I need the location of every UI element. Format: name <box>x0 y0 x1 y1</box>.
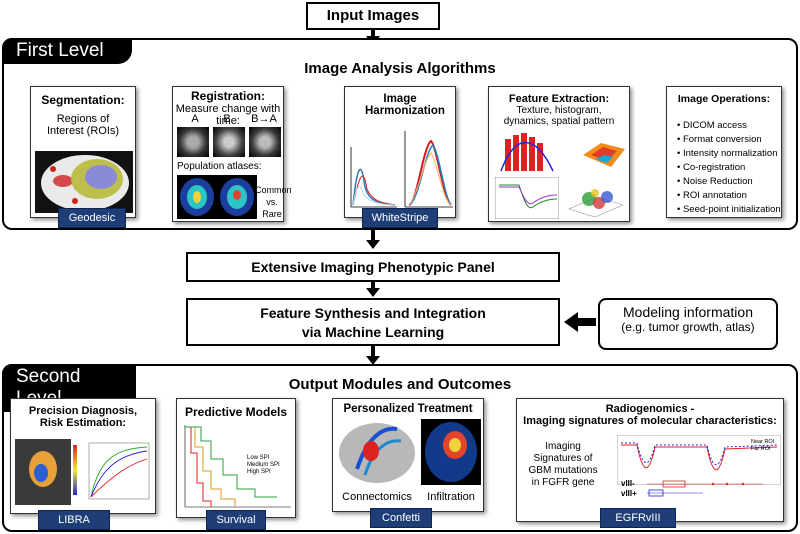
registration-label-a: A <box>191 113 199 125</box>
arrow-modeling-head <box>564 312 578 332</box>
radiogenomics-plot <box>617 435 781 485</box>
registration-label-b: B <box>223 113 231 125</box>
op-roi: ROI annotation <box>677 189 781 203</box>
modeling-line2: (e.g. tumor growth, atlas) <box>621 320 755 334</box>
legend-far-roi: Far ROI <box>751 446 771 452</box>
harmonization-histogram <box>350 131 453 208</box>
predictive-title: Predictive Models <box>184 405 288 419</box>
modeling-line1: Modeling information <box>623 304 753 320</box>
registration-title: Registration: <box>190 89 265 103</box>
predictive-legend: Low SPI Medium SPI High SPI <box>247 455 280 476</box>
confetti-tag: Confetti <box>370 508 432 528</box>
op-format: Format conversion <box>677 133 781 147</box>
registration-vs: vs. <box>266 197 278 207</box>
arrow-head-4 <box>366 356 380 365</box>
segmentation-title: Segmentation: <box>41 93 125 107</box>
survival-curve-image <box>184 425 291 508</box>
harmonization-panel: Image Harmonization <box>344 86 456 218</box>
arrow-first-to-panel <box>371 230 375 240</box>
op-intensity: Intensity normalization <box>677 147 781 161</box>
connectomics-label: Connectomics <box>342 491 412 503</box>
phenotypic-panel-label: Extensive Imaging Phenotypic Panel <box>251 259 495 275</box>
radiogenomics-legend: Near ROI Far ROI <box>751 439 774 453</box>
radiogenomics-boxplot <box>647 480 763 497</box>
personalized-title: Personalized Treatment <box>343 403 473 415</box>
segmentation-text: Regions of Interest (ROIs) <box>46 113 120 137</box>
registration-image-a <box>177 127 209 157</box>
predictive-panel: Predictive Models Low SPI Medium SPI Hig… <box>176 398 296 518</box>
legend-medium-spi: Medium SPI <box>247 462 280 468</box>
vIII-plus-label: vIII+ <box>621 489 637 498</box>
precision-title-2: Risk Estimation: <box>39 417 127 429</box>
infiltration-label: Infiltration <box>427 491 475 503</box>
precision-panel: Precision Diagnosis, Risk Estimation: <box>10 398 156 514</box>
op-noise: Noise Reduction <box>677 175 781 189</box>
legend-low-spi: Low SPI <box>247 455 270 461</box>
image-operations-panel: Image Operations: DICOM access Format co… <box>666 86 782 218</box>
first-level-label: First Level <box>16 40 104 61</box>
image-operations-title: Image Operations: <box>677 93 771 105</box>
segmentation-brain-image <box>35 151 133 213</box>
synthesis-box: Feature Synthesis and Integration via Ma… <box>186 298 560 346</box>
feature-dynamics-image <box>495 177 559 219</box>
arrow-panel-to-synthesis <box>371 282 375 288</box>
survival-tag: Survival <box>206 510 266 530</box>
feature-extraction-text: Texture, histogram, dynamics, spatial pa… <box>503 105 615 127</box>
registration-panel: Registration: Measure change with time: … <box>172 86 292 222</box>
feature-surface-image <box>583 143 625 167</box>
vIII-minus-label: vIII- <box>621 479 635 488</box>
registration-label-ba: B→A <box>251 113 277 125</box>
synthesis-line1: Feature Synthesis and Integration <box>260 305 486 321</box>
registration-atlas-label: Population atlases: <box>177 161 262 172</box>
libra-tag: LIBRA <box>38 510 110 530</box>
precision-title-1: Precision Diagnosis, <box>28 405 138 417</box>
modeling-box: Modeling information (e.g. tumor growth,… <box>598 298 778 350</box>
registration-common: Common <box>255 185 292 195</box>
first-level-section-title: Image Analysis Algorithms <box>304 60 496 77</box>
arrow-modeling-shaft <box>578 318 596 326</box>
image-operations-list: DICOM access Format conversion Intensity… <box>677 119 781 217</box>
op-coregistration: Co-registration <box>677 161 781 175</box>
radiogenomics-text: Imaging Signatures of GBM mutations in F… <box>528 441 598 488</box>
whitestripe-tag: WhiteStripe <box>362 208 438 228</box>
feature-spatial-image <box>568 189 624 218</box>
feature-extraction-title: Feature Extraction: <box>508 93 610 105</box>
feature-extraction-panel: Feature Extraction: Texture, histogram, … <box>488 86 630 222</box>
arrow-head-2 <box>366 240 380 249</box>
infiltration-image <box>421 419 481 485</box>
arrow-input-to-first <box>371 30 375 36</box>
radiogenomics-title-1: Radiogenomics - <box>605 403 695 415</box>
registration-image-ba <box>249 127 281 157</box>
precision-image <box>15 439 150 505</box>
egfrviii-tag: EGFRvIII <box>600 508 676 528</box>
op-dicom: DICOM access <box>677 119 781 133</box>
op-seed: Seed-point initialization <box>677 203 781 217</box>
radiogenomics-panel: Radiogenomics - Imaging signatures of mo… <box>516 398 784 522</box>
synthesis-line2: via Machine Learning <box>301 324 445 340</box>
connectomics-image <box>339 423 415 483</box>
phenotypic-panel-box: Extensive Imaging Phenotypic Panel <box>186 252 560 282</box>
input-images-box: Input Images <box>306 2 440 30</box>
registration-subtitle: Measure change with time: <box>175 103 281 127</box>
geodesic-tag: Geodesic <box>58 208 126 228</box>
arrow-synthesis-to-second <box>371 346 375 356</box>
radiogenomics-title-2: Imaging signatures of molecular characte… <box>523 415 777 427</box>
second-level-section-title: Output Modules and Outcomes <box>288 376 512 393</box>
arrow-head-3 <box>366 288 380 297</box>
personalized-panel: Personalized Treatment Connectomics Infi… <box>332 398 484 512</box>
legend-near-roi: Near ROI <box>751 439 775 445</box>
population-atlas-image <box>177 175 257 219</box>
feature-histogram-image <box>500 133 554 172</box>
segmentation-panel: Segmentation: Regions of Interest (ROIs) <box>30 86 136 218</box>
input-images-label: Input Images <box>326 7 420 24</box>
harmonization-title: Image Harmonization <box>365 93 445 117</box>
first-level-tab: First Level <box>2 38 132 64</box>
legend-high-spi: High SPI <box>247 469 271 475</box>
registration-image-b <box>213 127 245 157</box>
registration-rare: Rare <box>262 209 282 219</box>
